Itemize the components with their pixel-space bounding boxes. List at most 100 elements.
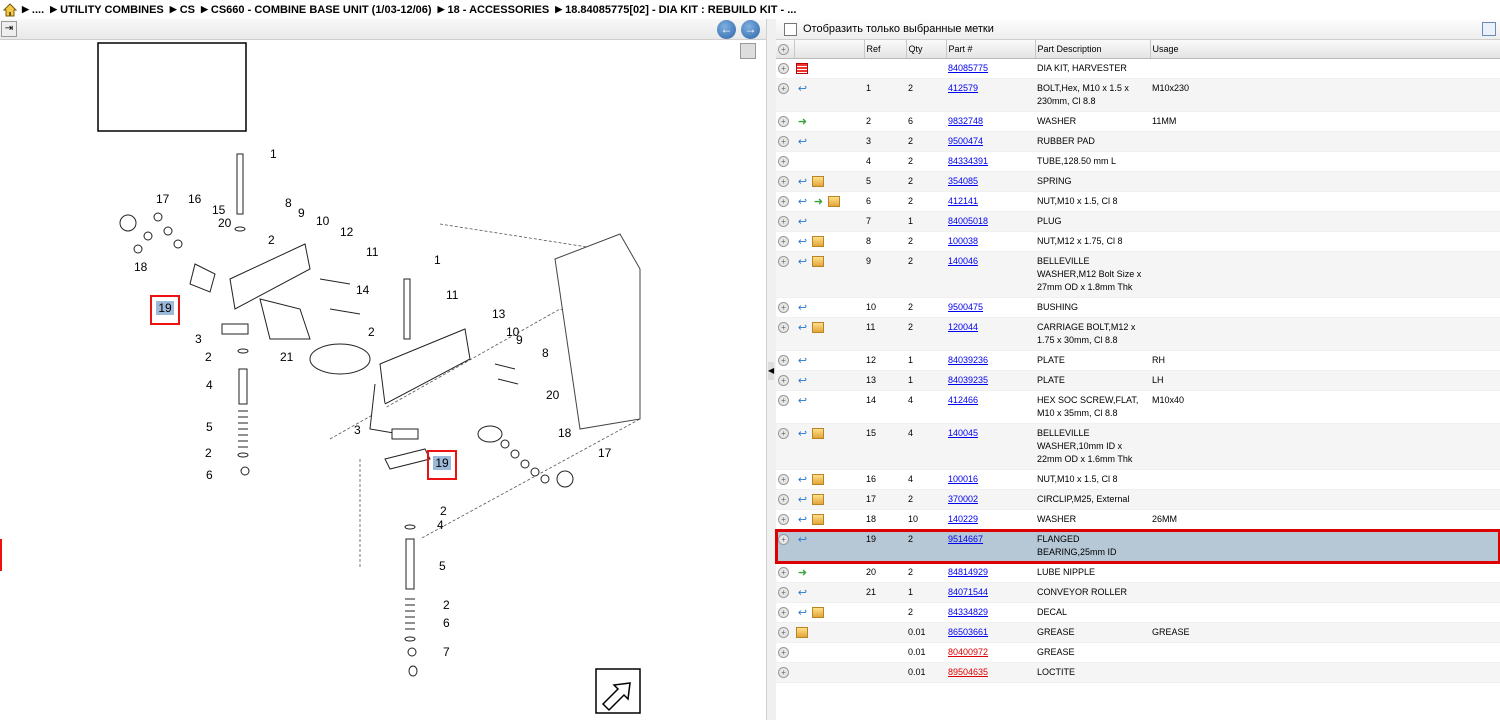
forward-arrow-icon[interactable]: ➜: [797, 566, 808, 579]
diagram-ref-label[interactable]: 17: [598, 446, 612, 460]
replace-arrow-icon[interactable]: ↩: [797, 473, 808, 486]
plus-icon[interactable]: +: [778, 322, 789, 334]
part-number-link[interactable]: 140046: [948, 256, 979, 266]
part-number-link[interactable]: 412579: [948, 83, 979, 93]
diagram-ref-label[interactable]: 16: [188, 192, 202, 206]
plus-icon[interactable]: +: [778, 607, 789, 619]
row-expand[interactable]: +: [776, 562, 794, 583]
row-part[interactable]: 84005018: [946, 211, 1035, 232]
row-expand[interactable]: +: [776, 350, 794, 371]
plus-icon[interactable]: +: [778, 567, 789, 579]
column-header-part[interactable]: Part #: [946, 40, 1036, 59]
next-page-arrow-icon[interactable]: [595, 668, 641, 714]
part-number-link[interactable]: 100016: [948, 474, 979, 484]
part-number-link[interactable]: 84814929: [948, 567, 989, 577]
diagram-ref-label[interactable]: 8: [285, 196, 292, 210]
replace-arrow-icon[interactable]: ↩: [797, 135, 808, 148]
part-number-link[interactable]: 86503661: [948, 627, 989, 637]
part-number-link[interactable]: 89504635: [948, 667, 989, 677]
row-expand[interactable]: +: [776, 171, 794, 192]
breadcrumb-item[interactable]: CS660 - COMBINE BASE UNIT (1/03-12/06): [210, 3, 432, 16]
diagram-ref-label[interactable]: 3: [195, 332, 202, 346]
row-expand[interactable]: +: [776, 297, 794, 318]
row-part[interactable]: 9832748: [946, 111, 1035, 132]
part-number-link[interactable]: 354085: [948, 176, 979, 186]
diagram-ref-label[interactable]: 13: [492, 307, 506, 321]
plus-icon[interactable]: +: [778, 156, 789, 168]
replace-arrow-icon[interactable]: ↩: [797, 394, 808, 407]
replace-arrow-icon[interactable]: ↩: [797, 215, 808, 228]
diagram-ref-label[interactable]: 9: [298, 206, 305, 220]
row-expand[interactable]: +: [776, 151, 794, 172]
plus-icon[interactable]: +: [778, 63, 789, 75]
row-expand[interactable]: +: [776, 370, 794, 391]
replace-arrow-icon[interactable]: ↩: [797, 235, 808, 248]
diagram-ref-label[interactable]: 2: [268, 233, 275, 247]
plus-icon[interactable]: +: [778, 667, 789, 679]
home-icon[interactable]: [2, 2, 18, 18]
forward-arrow-icon[interactable]: ➜: [797, 115, 808, 128]
expand-icon[interactable]: ⇥: [1, 21, 17, 37]
package-icon[interactable]: [812, 494, 824, 506]
package-icon[interactable]: [812, 514, 824, 526]
plus-icon[interactable]: +: [778, 136, 789, 148]
package-icon[interactable]: [812, 256, 824, 268]
plus-icon[interactable]: +: [778, 236, 789, 248]
list-view-icon[interactable]: [1482, 22, 1496, 36]
diagram-ref-label[interactable]: 17: [156, 192, 170, 206]
part-number-link[interactable]: 370002: [948, 494, 979, 504]
row-expand[interactable]: +: [776, 423, 794, 470]
part-number-link[interactable]: 9832748: [948, 116, 984, 126]
diagram-ref-label[interactable]: 3: [354, 423, 361, 437]
diagram-ref-label[interactable]: 21: [280, 350, 294, 364]
plus-icon[interactable]: +: [778, 43, 789, 55]
diagram-ref-label[interactable]: 20: [546, 388, 560, 402]
part-number-link[interactable]: 412466: [948, 395, 979, 405]
replace-arrow-icon[interactable]: ↩: [797, 493, 808, 506]
plus-icon[interactable]: +: [778, 83, 789, 95]
plus-icon[interactable]: +: [778, 514, 789, 526]
row-part[interactable]: 86503661: [946, 622, 1035, 643]
callout-19[interactable]: 19: [150, 295, 180, 325]
replace-arrow-icon[interactable]: ↩: [797, 586, 808, 599]
forward-arrow-icon[interactable]: ➜: [813, 195, 824, 208]
package-icon[interactable]: [812, 607, 824, 619]
plus-icon[interactable]: +: [778, 375, 789, 387]
replace-arrow-icon[interactable]: ↩: [797, 533, 808, 546]
replace-arrow-icon[interactable]: ↩: [797, 374, 808, 387]
part-number-link[interactable]: 9500474: [948, 136, 984, 146]
replace-arrow-icon[interactable]: ↩: [797, 82, 808, 95]
diagram-ref-label[interactable]: 7: [443, 645, 450, 659]
row-part[interactable]: 84334829: [946, 602, 1035, 623]
row-part[interactable]: 84814929: [946, 562, 1035, 583]
row-part[interactable]: 9500474: [946, 131, 1035, 152]
diagram-ref-label[interactable]: 10: [506, 325, 520, 339]
row-expand[interactable]: +: [776, 231, 794, 252]
package-icon[interactable]: [812, 176, 824, 188]
diagram-ref-label[interactable]: 2: [368, 325, 375, 339]
row-expand[interactable]: +: [776, 251, 794, 298]
part-number-link[interactable]: 120044: [948, 322, 979, 332]
package-icon[interactable]: [796, 627, 808, 639]
row-expand[interactable]: +: [776, 469, 794, 490]
diagram-ref-label[interactable]: 9: [516, 333, 523, 347]
row-expand[interactable]: +: [776, 489, 794, 510]
plus-icon[interactable]: +: [778, 587, 789, 599]
part-number-link[interactable]: 84334829: [948, 607, 989, 617]
replace-arrow-icon[interactable]: ↩: [797, 513, 808, 526]
package-icon[interactable]: [812, 236, 824, 248]
